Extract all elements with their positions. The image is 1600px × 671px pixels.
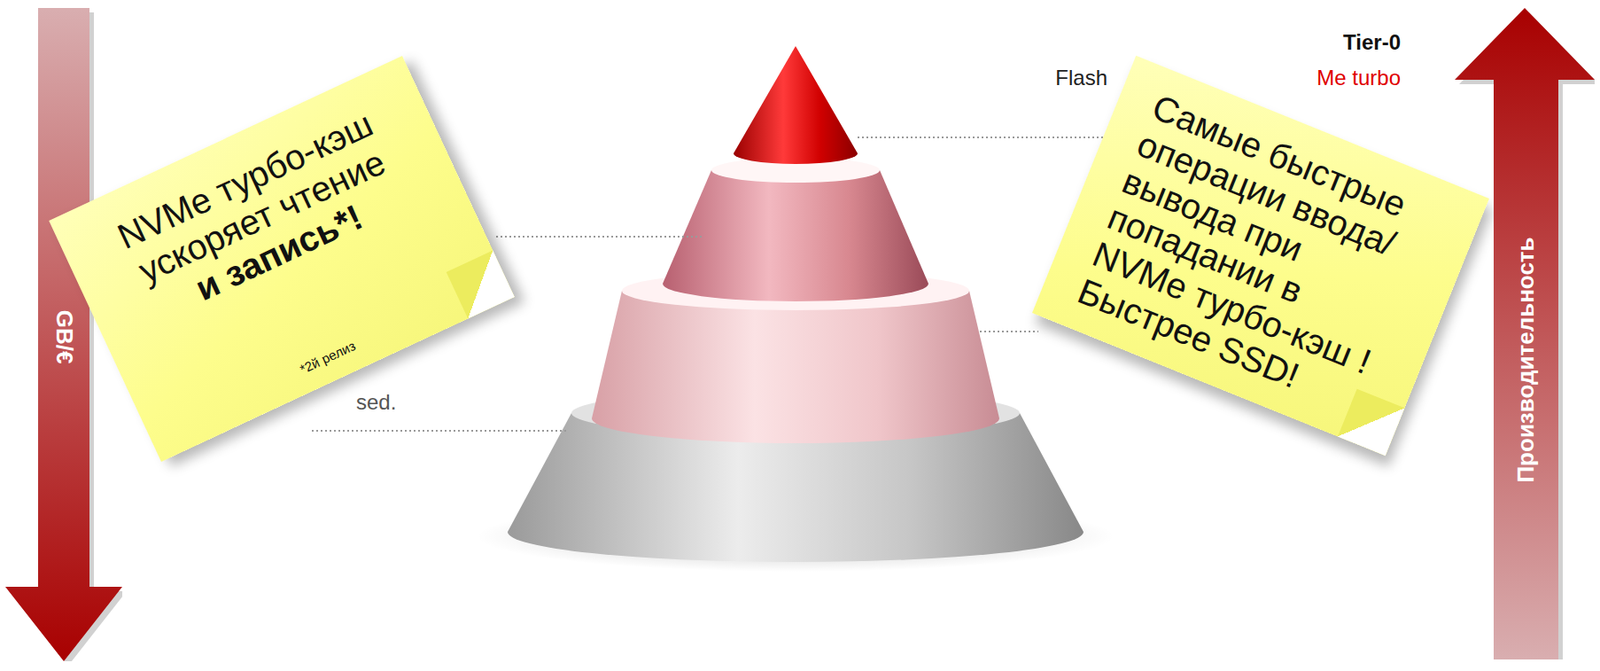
axis-label: GB/€ — [50, 310, 78, 365]
tier-desc: Flash — [1055, 65, 1108, 91]
tier-desc: sed. — [356, 389, 397, 415]
folded-corner — [446, 249, 515, 319]
sticky-note: NVMe турбо-кэш ускоряет чтениеи запись*!… — [48, 55, 515, 462]
sticky-note: Самые быстрые операции ввода/вывода при … — [1032, 54, 1490, 455]
axis-label: Производительность — [1512, 236, 1540, 482]
performance-arrow: Производительность — [1454, 7, 1595, 660]
tier-desc: Me turbo — [1316, 65, 1401, 91]
note-text: Самые быстрые операции ввода/вывода при … — [1087, 86, 1449, 388]
folded-corner — [1337, 388, 1406, 456]
tier-label: Tier-0 — [1343, 30, 1401, 55]
